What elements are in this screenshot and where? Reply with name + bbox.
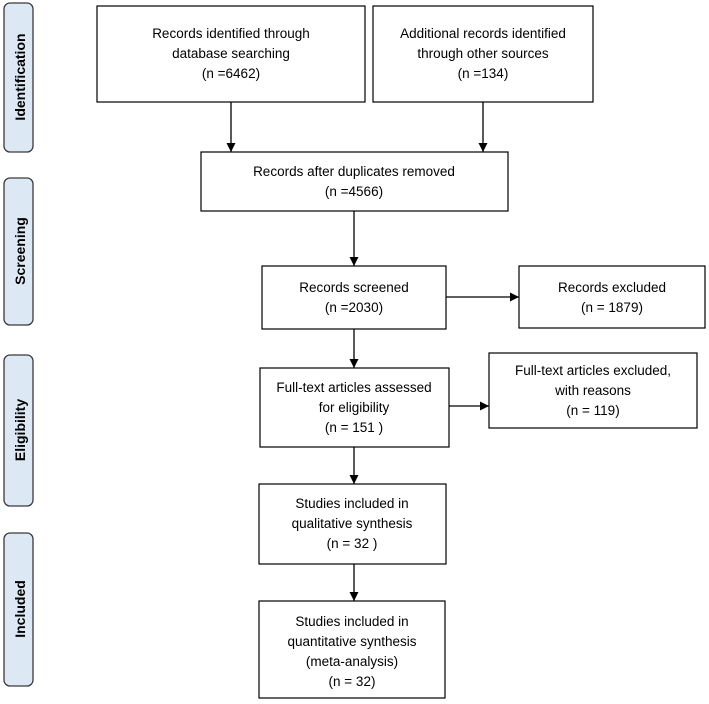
box-line: (n =4566): [325, 184, 383, 199]
stage-screening: Screening: [3, 177, 34, 326]
stage-label-identification: Identification: [12, 33, 28, 120]
box-line: database searching: [172, 46, 290, 61]
box-line: for eligibility: [319, 400, 390, 415]
box-screened: Records screened (n =2030): [261, 265, 447, 330]
box-db-search: Records identified through database searc…: [96, 5, 366, 103]
box-line: Additional records identified: [400, 26, 566, 41]
box-line: with reasons: [554, 383, 631, 398]
box-line: (n = 32): [329, 674, 376, 689]
box-excluded: Records excluded (n = 1879): [518, 265, 706, 329]
box-line: through other sources: [417, 46, 549, 61]
box-line: (n =134): [458, 66, 509, 81]
stage-eligibility: Eligibility: [3, 354, 34, 507]
svg-text:Full-text articles excluded,wi: Full-text articles excluded, with reasons…: [515, 363, 671, 418]
box-line: Records screened: [299, 280, 409, 295]
box-line: (n =2030): [325, 300, 383, 315]
box-qualitative: Studies included in qualitative synthesis…: [258, 483, 447, 565]
svg-text:Records after duplicates remov: Records after duplicates removed (n =4566…: [253, 164, 455, 199]
box-fulltext-assessed: Full-text articles assessed for eligibili…: [259, 367, 450, 448]
stage-label-eligibility: Eligibility: [12, 399, 28, 461]
box-line: Full-text articles excluded,: [515, 363, 671, 378]
stage-included: Included: [3, 532, 34, 687]
box-line: Full-text articles assessed: [276, 380, 431, 395]
box-line: quantitative synthesis: [287, 634, 416, 649]
box-line: Records after duplicates removed: [253, 164, 455, 179]
box-line: (n = 1879): [581, 300, 643, 315]
box-line: Studies included in: [295, 614, 408, 629]
box-other-sources: Additional records identified through oth…: [372, 5, 594, 103]
svg-text:Records excluded(n = 1879): Records excluded (n = 1879): [558, 280, 666, 315]
box-line: (n = 32 ): [327, 536, 378, 551]
box-line: qualitative synthesis: [292, 516, 413, 531]
box-line: (meta-analysis): [306, 654, 398, 669]
stage-label-included: Included: [12, 580, 28, 638]
stage-label-screening: Screening: [12, 217, 28, 285]
stage-identification: Identification: [3, 2, 34, 153]
box-fulltext-excluded: Full-text articles excluded, with reasons…: [488, 352, 698, 429]
box-quantitative: Studies included in quantitative synthesi…: [258, 600, 446, 699]
box-line: Records identified through: [152, 26, 310, 41]
box-line: Records excluded: [558, 280, 666, 295]
box-line: (n = 151 ): [325, 420, 383, 435]
box-duplicates-removed: Records after duplicates removed (n =4566…: [200, 151, 509, 212]
box-line: (n = 119): [566, 403, 619, 418]
svg-text:Records screened(n =2030): Records screened (n =2030): [299, 280, 409, 315]
box-line: Studies included in: [295, 496, 408, 511]
box-line: (n =6462): [202, 66, 260, 81]
